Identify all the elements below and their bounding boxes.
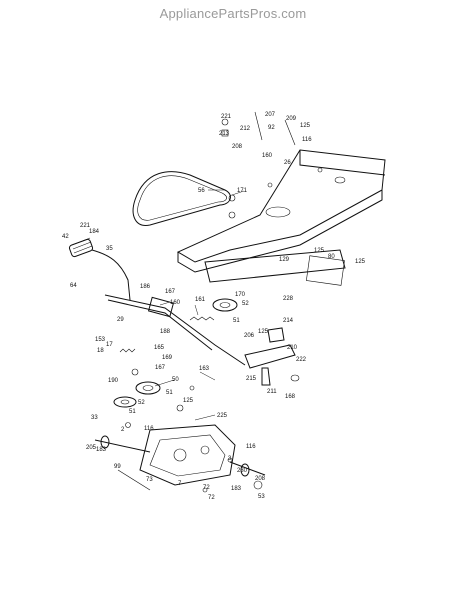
callout-labels: 221 212 213 207 92 208 125 116 209 160 2… <box>62 112 366 501</box>
watermark-text: AppliancePartsPros.com <box>159 6 307 21</box>
callout-label: 183 <box>231 486 242 492</box>
callout-label: 125 <box>300 123 311 129</box>
callout-label: 169 <box>162 355 173 361</box>
callout-label: 125 <box>314 248 325 254</box>
idler-pulleys <box>113 298 238 408</box>
callout-label: 42 <box>62 234 69 240</box>
callout-label: 221 <box>80 223 91 229</box>
transaxle <box>94 424 266 486</box>
callout-label: 125 <box>183 398 194 404</box>
pedal-shaft <box>104 294 246 366</box>
callout-label: 116 <box>144 426 154 432</box>
callout-label: 222 <box>296 357 307 363</box>
callout-label: 125 <box>258 329 269 335</box>
callout-label: 188 <box>160 329 171 335</box>
callout-label: 225 <box>217 413 228 419</box>
callout-label: 183 <box>96 447 107 453</box>
callout-label: 153 <box>95 337 106 343</box>
callout-label: 160 <box>170 300 181 306</box>
callout-label: 26 <box>284 160 291 166</box>
shift-lever <box>68 237 131 301</box>
callout-label: 165 <box>154 345 165 351</box>
callout-label: 116 <box>246 444 256 450</box>
callout-label: 125 <box>355 259 366 265</box>
callout-label: 50 <box>172 377 179 383</box>
callout-label: 53 <box>258 494 265 500</box>
callout-label: 215 <box>246 376 257 382</box>
callout-label: 72 <box>203 485 210 491</box>
callout-label: 29 <box>117 317 124 323</box>
callout-label: 184 <box>89 229 100 235</box>
callout-label: 214 <box>283 318 294 324</box>
callout-label: 230 <box>237 468 248 474</box>
callout-label: 161 <box>195 297 206 303</box>
callout-label: 72 <box>208 495 215 501</box>
callout-label: 209 <box>286 116 297 122</box>
callout-label: 51 <box>233 318 240 324</box>
callout-label: 56 <box>198 188 205 194</box>
callout-label: 168 <box>285 394 296 400</box>
callout-label: 33 <box>91 415 98 421</box>
callout-label: 208 <box>255 476 266 482</box>
callout-label: 3 <box>228 456 232 462</box>
callout-label: 2 <box>121 427 125 433</box>
callout-label: 228 <box>283 296 294 302</box>
callout-label: 129 <box>279 257 290 263</box>
callout-label: 160 <box>262 153 273 159</box>
callout-label: 211 <box>267 389 277 395</box>
drive-belt <box>132 171 231 226</box>
callout-label: 116 <box>302 137 312 143</box>
callout-label: 207 <box>265 112 276 118</box>
callout-label: 171 <box>237 188 248 194</box>
callout-label: 18 <box>97 348 104 354</box>
tension-spring <box>189 316 215 321</box>
callout-label: 212 <box>240 126 251 132</box>
callout-label: 80 <box>328 254 335 260</box>
callout-label: 35 <box>106 246 113 252</box>
callout-label: 52 <box>138 400 145 406</box>
callout-label: 92 <box>268 125 275 131</box>
brake-pedal <box>244 327 300 386</box>
callout-label: 208 <box>232 144 243 150</box>
callout-label: 99 <box>114 464 121 470</box>
callout-label: 206 <box>244 333 255 339</box>
callout-label: 163 <box>199 366 210 372</box>
callout-label: 73 <box>146 477 153 483</box>
callout-label: 167 <box>155 365 166 371</box>
callout-label: 205 <box>86 445 97 451</box>
hardware-parts <box>117 111 345 493</box>
callout-label: 186 <box>140 284 151 290</box>
callout-label: 170 <box>235 292 246 298</box>
leader-lines <box>154 189 245 421</box>
callout-label: 210 <box>287 345 298 351</box>
callout-label: 190 <box>108 378 119 384</box>
callout-label: 51 <box>129 409 136 415</box>
chassis-frame <box>176 149 386 283</box>
callout-label: 213 <box>219 131 230 137</box>
callout-label: 167 <box>165 289 176 295</box>
callout-label: 51 <box>166 390 173 396</box>
callout-label: 17 <box>106 342 113 348</box>
callout-label: 64 <box>70 283 77 289</box>
callout-label: 7 <box>178 481 182 487</box>
callout-label: 52 <box>242 301 249 307</box>
callout-label: 221 <box>221 114 232 120</box>
